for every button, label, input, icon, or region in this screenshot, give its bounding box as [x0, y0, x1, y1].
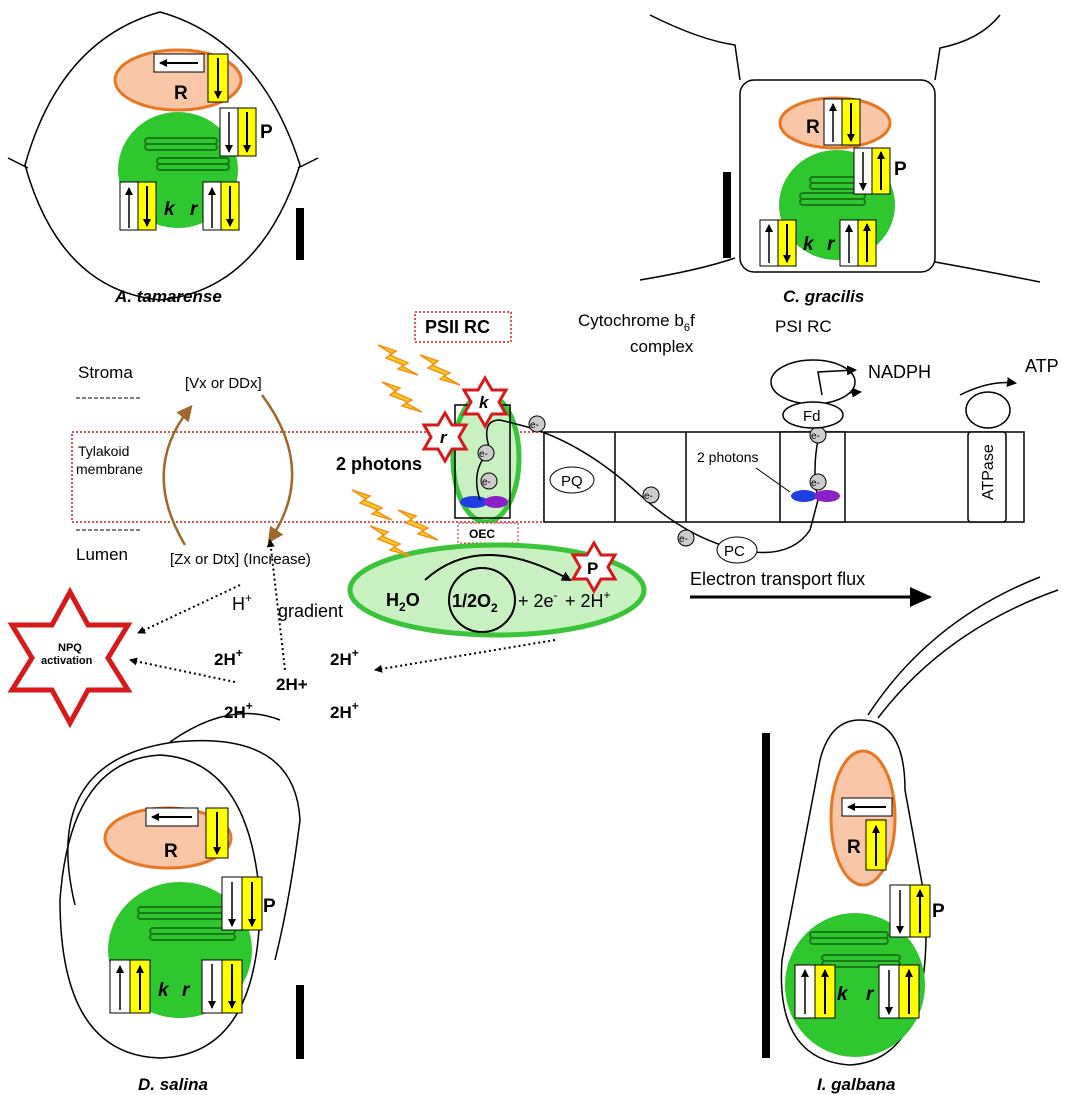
svg-text:e-: e- [811, 431, 820, 442]
scale-bar [723, 172, 731, 258]
species-salina: D. salina [138, 1075, 208, 1094]
psi-antenna [771, 360, 855, 404]
light-flash-icon [382, 382, 422, 412]
svg-text:e-: e- [482, 477, 491, 488]
cycle-arrow-up [164, 408, 190, 545]
star-p-label: P [587, 559, 598, 578]
two-h-2: 2H+ [276, 675, 308, 694]
fd-label: Fd [803, 408, 821, 425]
cell-galbana: R P k r I. galbana [762, 577, 1058, 1094]
electron-token: e- [643, 487, 659, 503]
cell-tamarense: R P k r A. tamarense [8, 12, 318, 306]
psii-rc-label: PSII RC [425, 317, 490, 337]
svg-text:e-: e- [479, 449, 488, 460]
electron-token: e- [810, 427, 826, 443]
label-k: k [837, 984, 849, 1005]
cell-salina: R P k r D. salina [60, 714, 304, 1094]
species-tamarense: A. tamarense [114, 287, 222, 306]
svg-text:e-: e- [530, 420, 539, 431]
photons-psi: 2 photons [697, 449, 759, 465]
zx-label: [Zx or Dtx] (Increase) [170, 551, 311, 568]
gradient-label: gradient [278, 601, 343, 621]
electron-token: e- [678, 530, 694, 546]
flux-label: Electron transport flux [690, 569, 865, 589]
membrane-scheme: Stroma Lumen Tylakoid membrane [Vx or DD… [12, 311, 1059, 723]
label-r: R [174, 83, 188, 104]
atp-label: ATP [1025, 356, 1059, 376]
electron-token: e- [810, 474, 826, 490]
two-h-5: 2H+ [330, 699, 359, 722]
psi-rc-label: PSI RC [775, 317, 832, 336]
cycle-arrow-down [262, 395, 292, 540]
vx-label: [Vx or DDx] [185, 375, 262, 392]
stroma-label: Stroma [78, 363, 133, 382]
scale-bar [296, 208, 304, 260]
atpase-label: ATPase [980, 444, 997, 500]
label-p: P [932, 901, 945, 922]
two-h-1: 2H+ [214, 646, 243, 669]
nadph-label: NADPH [868, 362, 931, 382]
p680-blue [460, 496, 488, 508]
electron-token: e- [481, 473, 497, 489]
lumen-label: Lumen [76, 545, 128, 564]
cytb6f-label-1: Cytochrome b6f [578, 311, 695, 334]
label-r: R [164, 841, 178, 862]
species-gracilis: C. gracilis [783, 287, 864, 306]
p700-blue [791, 490, 817, 502]
npq-label-2: activation [41, 655, 93, 667]
light-flash-icon [398, 510, 438, 540]
pq-label: PQ [561, 473, 583, 490]
light-flash-icon [420, 355, 460, 385]
two-h-3: 2H+ [224, 699, 253, 722]
svg-text:e-: e- [811, 478, 820, 489]
cell-gracilis: R P k r C. gracilis [640, 15, 1040, 306]
atpase-head [966, 392, 1010, 428]
electron-token: e- [478, 445, 494, 461]
svg-text:e-: e- [679, 534, 688, 545]
pc-label: PC [724, 543, 745, 560]
membrane-label-2: membrane [76, 461, 143, 477]
electrons-label: + 2e- [518, 588, 558, 611]
svg-text:e-: e- [644, 491, 653, 502]
label-k: k [164, 199, 176, 220]
photons-psii: 2 photons [336, 454, 422, 474]
star-k-label: k [479, 393, 490, 412]
scale-bar [296, 985, 304, 1059]
p680-purple [484, 496, 508, 508]
label-p: P [260, 122, 273, 143]
two-h-4: 2H+ [330, 646, 359, 669]
cytb6f-label-2: complex [630, 337, 694, 356]
scale-bar [762, 733, 770, 1058]
label-p: P [263, 896, 276, 917]
label-k: k [158, 980, 170, 1001]
label-p: P [894, 159, 907, 180]
light-flash-icon [378, 345, 418, 375]
label-r: R [806, 117, 820, 138]
electron-token: e- [529, 416, 545, 432]
h-plus-label: H+ [232, 591, 252, 614]
p700-purple [814, 490, 840, 502]
species-galbana: I. galbana [817, 1075, 895, 1094]
light-flash-icon [352, 490, 392, 520]
label-r: R [847, 837, 861, 858]
label-k: k [803, 234, 815, 255]
light-flash-icon [370, 526, 410, 556]
membrane-label-1: Tylakoid [78, 443, 129, 459]
oec-label: OEC [469, 527, 495, 541]
npq-label-1: NPQ [58, 642, 82, 654]
